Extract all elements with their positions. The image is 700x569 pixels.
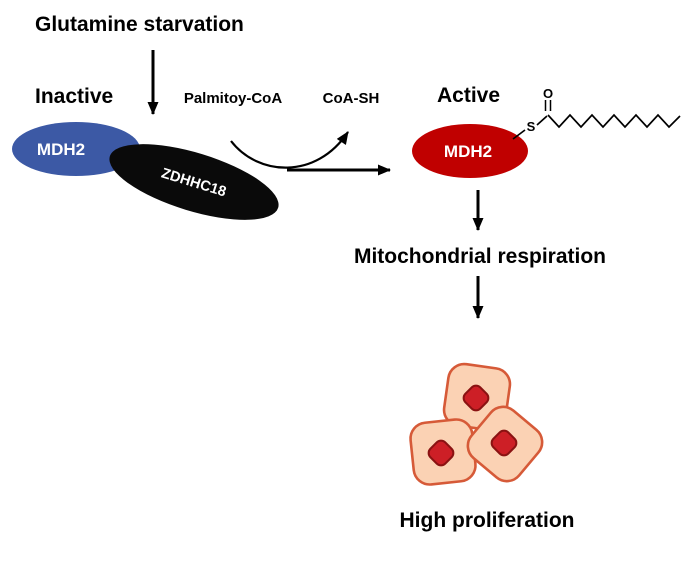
- palmitoyl-coa-label: Palmitoy-CoA: [184, 90, 283, 107]
- reaction-curved-arrow: [230, 131, 349, 169]
- mdh2-active-label: MDH2: [444, 142, 492, 161]
- zdhhc18-ellipse: [109, 144, 279, 220]
- bond-ellipse-to-sulfur: [512, 129, 526, 140]
- active-label: Active: [437, 84, 500, 107]
- coa-sh-label: CoA-SH: [323, 90, 380, 107]
- nucleus-bottom-left: [427, 439, 455, 467]
- mdh2-inactive-label: MDH2: [37, 140, 85, 159]
- mdh2-active-ellipse: [412, 124, 528, 178]
- nucleus-top: [462, 384, 490, 412]
- glutamine-starvation-label: Glutamine starvation: [35, 13, 244, 36]
- nucleus-bottom-right: [490, 429, 518, 457]
- high-proliferation-label: High proliferation: [400, 509, 575, 532]
- cell-cluster: [409, 362, 544, 486]
- palmitoyl-chain: S O: [512, 86, 681, 140]
- acyl-chain-zigzag: [547, 113, 681, 129]
- mitochondrial-respiration-label: Mitochondrial respiration: [354, 245, 606, 268]
- carbonyl-double-bond: [544, 100, 552, 111]
- bond-sulfur-to-carbonyl: [536, 115, 548, 126]
- inactive-label: Inactive: [35, 85, 113, 108]
- carbonyl-oxygen-label: O: [543, 86, 553, 101]
- zdhhc18-group: ZDHHC18: [109, 144, 279, 220]
- thioester-sulfur-label: S: [527, 119, 536, 134]
- mdh2-inactive-ellipse: [12, 122, 140, 176]
